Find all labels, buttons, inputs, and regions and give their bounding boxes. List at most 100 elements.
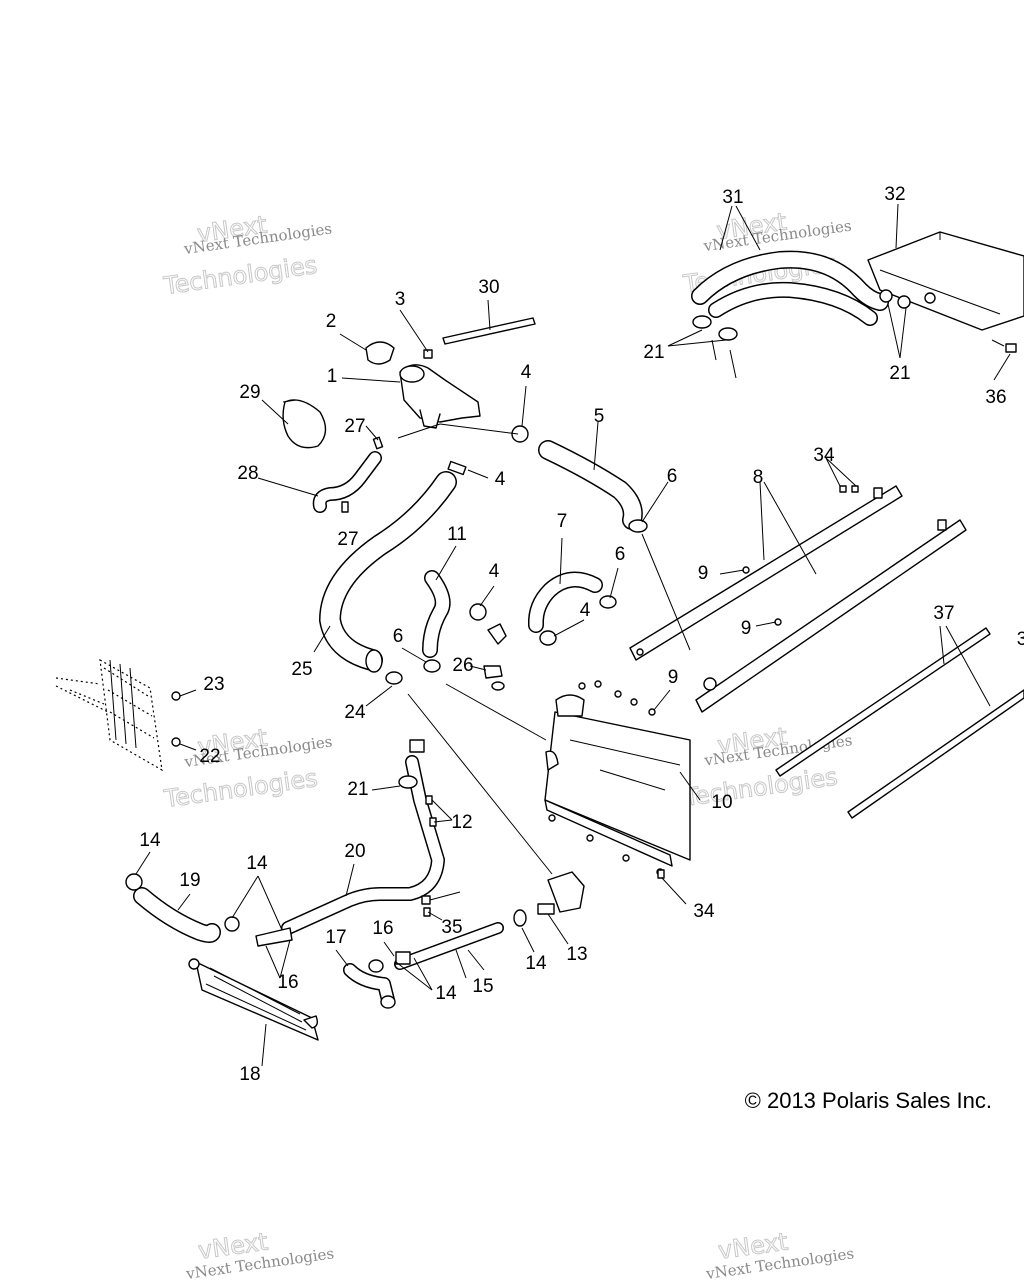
- callout-9a: 9: [698, 563, 709, 584]
- callout-14a: 14: [139, 830, 161, 851]
- part-24-clamp: [385, 671, 403, 685]
- callout-34a: 34: [813, 445, 835, 466]
- callout-16a: 16: [372, 918, 393, 939]
- watermark-mid-left: vNext vNext Technologies Technologies: [161, 723, 333, 814]
- part-10-radiator: [544, 694, 691, 867]
- callout-29: 29: [239, 382, 260, 403]
- part-4-clamp-lower: [539, 630, 557, 646]
- callout-34b: 34: [693, 901, 715, 922]
- callout-11: 11: [447, 524, 467, 545]
- callout-4d: 4: [580, 600, 591, 621]
- part-9-screws: [648, 566, 782, 716]
- callout-7: 7: [557, 511, 568, 532]
- svg-text:Technologies: Technologies: [682, 763, 840, 812]
- callout-25: 25: [291, 659, 312, 680]
- part-4-sleeve-center: [447, 460, 467, 476]
- part-thermostat-housing: [487, 623, 507, 645]
- callout-18: 18: [239, 1064, 260, 1085]
- part-31-hose: [691, 250, 889, 326]
- part-4-clamp-mid: [469, 603, 487, 621]
- part-26-sensor: [483, 665, 505, 691]
- watermark-bottom-left: vNext vNext Technologies: [184, 1227, 335, 1280]
- part-22-nut: [171, 737, 181, 747]
- callout-6a: 6: [667, 466, 678, 487]
- callout-14c: 14: [435, 983, 457, 1004]
- part-29-strap: [282, 399, 327, 449]
- part-3-screw: [423, 349, 433, 359]
- callout-21c: 21: [889, 363, 910, 384]
- callout-26: 26: [452, 655, 473, 676]
- svg-text:Technologies: Technologies: [161, 251, 319, 300]
- callout-12: 12: [451, 812, 472, 833]
- callout-3-edge: 3: [1017, 629, 1024, 650]
- part-27-clip-upper: [372, 436, 384, 450]
- part-14-clamp-c: [368, 959, 396, 1009]
- callout-37: 37: [933, 603, 954, 624]
- leader-lines: [135, 203, 1011, 1067]
- callout-22: 22: [199, 746, 220, 767]
- callout-31: 31: [722, 187, 743, 208]
- part-6-clamp-b: [423, 659, 441, 673]
- callout-13: 13: [566, 944, 587, 965]
- watermark-bottom-right: vNext vNext Technologies: [704, 1227, 855, 1280]
- callout-24: 24: [344, 702, 366, 723]
- part-6-clamp-a: [628, 519, 648, 533]
- part-4-clamp-upper: [511, 425, 529, 443]
- callout-27a: 27: [344, 416, 365, 437]
- callout-1: 1: [327, 366, 338, 387]
- part-13-pump: [537, 871, 585, 915]
- part-16-fitting-left: [255, 927, 293, 947]
- part-7-hose: [527, 571, 603, 633]
- radiator-fasteners: [548, 680, 664, 876]
- callout-5: 5: [594, 406, 605, 427]
- callout-17: 17: [325, 927, 346, 948]
- callout-6c: 6: [393, 626, 404, 647]
- callout-27b: 27: [337, 529, 358, 550]
- part-5-hose: [538, 440, 643, 530]
- part-21-clamps-top-left: [692, 315, 738, 341]
- watermark-top-left: vNext vNext Technologies Technologies: [161, 210, 333, 301]
- part-20-hose: [281, 739, 445, 935]
- part-28-hose: [312, 451, 382, 513]
- part-17-hose: [343, 963, 395, 1007]
- callout-20: 20: [344, 841, 365, 862]
- part-36-bolt: [1005, 343, 1017, 353]
- part-19-hose: [133, 887, 221, 943]
- part-21-clamp-mid: [398, 775, 418, 789]
- callout-32: 32: [884, 184, 905, 205]
- part-35-screw: [423, 907, 431, 917]
- callout-16b: 16: [277, 972, 298, 993]
- part-18-cooler: [188, 958, 319, 1041]
- part-8-panel-lower: [695, 519, 967, 713]
- callout-35: 35: [441, 917, 462, 938]
- part-32-cooler: [867, 231, 1024, 331]
- callout-28: 28: [237, 463, 258, 484]
- callout-3: 3: [395, 289, 406, 310]
- watermark-mid-right: vNext vNext Technologies Technologies: [681, 722, 853, 813]
- callout-labels: 1 2 3 4 4 4 4 5 6 6 6 7 8 9 9 9 10 11 12…: [139, 184, 1024, 1085]
- part-16-fitting-right: [395, 951, 411, 965]
- part-21-clamps-top-right: [879, 289, 936, 309]
- part-27-clip-lower: [341, 501, 349, 513]
- callout-4a: 4: [521, 362, 532, 383]
- part-15-hose: [394, 922, 504, 970]
- callout-8: 8: [753, 467, 764, 488]
- callout-21a: 21: [347, 779, 368, 800]
- part-30-rod: [442, 317, 536, 345]
- part-25-hose: [318, 471, 457, 673]
- callout-14d: 14: [525, 953, 547, 974]
- callout-4b: 4: [495, 469, 506, 490]
- callout-30: 30: [478, 277, 499, 298]
- part-11-hose: [422, 570, 451, 658]
- part-8-panel-upper: [629, 485, 903, 661]
- part-33-fitting: [421, 895, 431, 905]
- callout-10: 10: [711, 792, 732, 813]
- part-1-reservoir: [399, 364, 481, 429]
- part-14-clamp-b: [224, 916, 240, 932]
- part-heat-exchanger-left: [55, 658, 163, 772]
- part-14-clamp-a: [125, 873, 143, 891]
- callout-23: 23: [203, 674, 224, 695]
- callout-9b: 9: [741, 618, 752, 639]
- part-23-bolt: [171, 691, 181, 701]
- callout-21b: 21: [643, 342, 664, 363]
